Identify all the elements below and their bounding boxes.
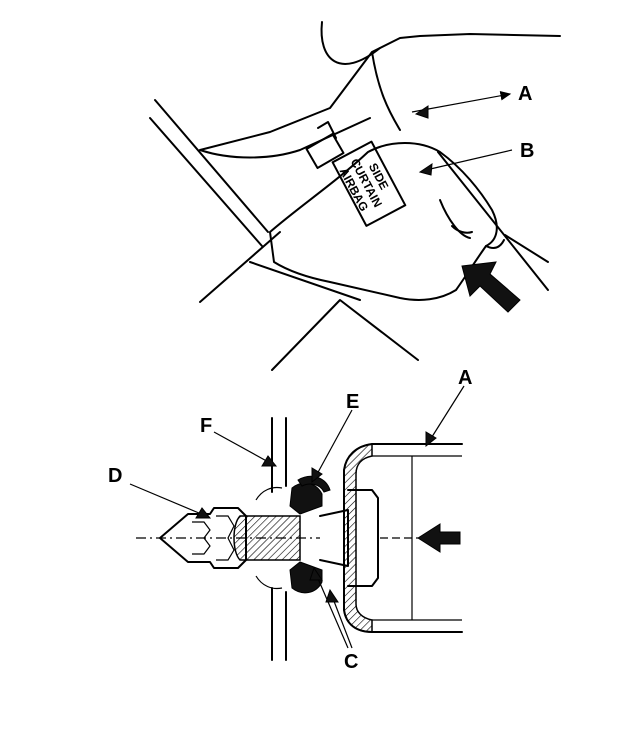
clip-neck [319,509,349,567]
callout-d: D [108,465,122,487]
roof-curve-line [320,21,381,65]
thumb-line [485,239,505,249]
bottom-cross-section: A E F D C [108,367,472,673]
push-arrow-bottom [417,523,461,553]
leader-c-2 [331,595,353,649]
frame-line-5 [199,231,281,303]
clip-body [233,515,301,561]
leader-c-1-head [309,566,323,581]
rotation-hint-lower [255,575,283,590]
leader-b-head [418,163,433,176]
callout-b-top: B [520,140,534,162]
leader-e [315,409,353,477]
callout-c: C [344,651,358,673]
leader-b-top [425,149,513,171]
leader-a-bottom [429,385,465,441]
push-arrow-top [461,261,521,313]
clip-stud-tip [317,121,337,139]
leader-d-head [195,507,212,519]
finger-line-1 [439,199,471,239]
leader-a-head [414,105,429,119]
leader-c-2-head [325,588,339,603]
frame-line-6 [437,151,549,291]
frame-line-3 [249,261,361,301]
pillar-line-2 [149,117,263,247]
pillar-line-1 [154,99,269,233]
callout-e: E [346,391,359,413]
leader-c-1 [315,573,349,649]
top-illustration: SIDE CURTAIN AIRBAG A B [149,21,561,371]
finger-line-2 [451,225,473,234]
callout-f: F [200,415,212,437]
leader-f-head [261,455,278,467]
hand-outline [269,142,498,301]
airbag-label-plate: SIDE CURTAIN AIRBAG [331,140,407,227]
clip-stud-top [305,132,345,170]
leader-d [129,483,207,517]
rotation-hint-upper [255,486,283,501]
trim-panel-a [199,33,561,159]
clip-base-flange [347,489,379,587]
frame-line-7 [504,234,549,263]
frame-line-4 [271,299,419,371]
callout-a-top: A [518,83,532,105]
leader-e-head [311,467,323,484]
label-plate-border [331,140,407,227]
leader-a-bottom-head [425,431,437,448]
seal-upper [289,482,323,515]
callout-a-bottom: A [458,367,472,389]
leader-f [213,431,273,465]
